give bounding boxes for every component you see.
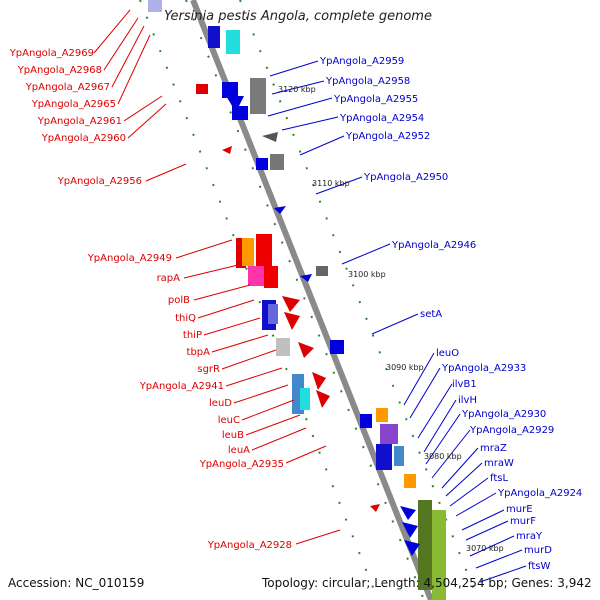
- gene-label: YpAngola_A2930: [461, 409, 546, 420]
- gene-label: leuO: [436, 348, 459, 359]
- gene-label: YpAngola_A2956: [57, 176, 142, 187]
- gene-label: rapA: [157, 273, 181, 284]
- gene-label: mraY: [516, 531, 543, 542]
- scale-tick-label: 3120 kbp: [278, 85, 316, 94]
- gene-label: YpAngola_A2954: [339, 113, 424, 124]
- scale-ticks: 3120 kbp 3110 kbp 3100 kbp 3090 kbp 3080…: [278, 85, 504, 553]
- gene-label: murE: [506, 504, 533, 515]
- gene-label: ftsL: [490, 473, 508, 484]
- scale-tick-label: 3080 kbp: [424, 452, 462, 461]
- gene-label: YpAngola_A2968: [17, 65, 102, 76]
- genome-stats-text: Topology: circular; Length: 4,504,254 bp…: [262, 576, 592, 590]
- gene-label: murF: [510, 516, 536, 527]
- left-gene-labels: YpAngola_A2969 YpAngola_A2968 YpAngola_A…: [9, 48, 292, 551]
- gene-label: leuA: [228, 445, 250, 456]
- scale-tick-label: 3110 kbp: [312, 179, 350, 188]
- gene-label: leuB: [222, 430, 244, 441]
- gene-label: YpAngola_A2928: [207, 540, 292, 551]
- gene-label: murD: [524, 545, 552, 556]
- scale-tick-label: 3070 kbp: [466, 544, 504, 553]
- scale-tick-label: 3100 kbp: [348, 270, 386, 279]
- gene-label: ftsW: [528, 561, 550, 572]
- right-leader-lines: [267, 60, 527, 583]
- gene-label: YpAngola_A2960: [41, 133, 126, 144]
- right-gene-labels: YpAngola_A2959 YpAngola_A2958 YpAngola_A…: [319, 56, 582, 572]
- gene-label: mraZ: [480, 443, 507, 454]
- gene-label: YpAngola_A2924: [497, 488, 582, 499]
- gene-label: leuD: [209, 398, 232, 409]
- gene-label: YpAngola_A2958: [325, 76, 410, 87]
- gene-label: YpAngola_A2961: [37, 116, 122, 127]
- gene-label: YpAngola_A2952: [345, 131, 430, 142]
- gene-label: tbpA: [187, 347, 211, 358]
- scale-tick-label: 3090 kbp: [386, 363, 424, 372]
- left-leader-lines: [93, 9, 341, 545]
- gene-label: YpAngola_A2946: [391, 240, 476, 251]
- gene-label: YpAngola_A2950: [363, 172, 448, 183]
- gene-label: YpAngola_A2941: [139, 381, 224, 392]
- gene-label: YpAngola_A2955: [333, 94, 418, 105]
- gene-label: mraW: [484, 458, 514, 469]
- gene-label: ilvB1: [452, 379, 477, 390]
- accession-text: Accession: NC_010159: [8, 576, 145, 590]
- gene-label: setA: [420, 309, 442, 320]
- gene-label: YpAngola_A2965: [31, 99, 116, 110]
- gene-label: sgrR: [197, 364, 220, 375]
- gene-label: leuC: [218, 415, 240, 426]
- gene-label: YpAngola_A2929: [469, 425, 554, 436]
- gene-label: YpAngola_A2949: [87, 253, 172, 264]
- gene-label: YpAngola_A2969: [9, 48, 94, 59]
- gene-label: YpAngola_A2935: [199, 459, 284, 470]
- map-title: Yersinia pestis Angola, complete genome: [164, 9, 432, 24]
- gene-label: thiP: [183, 330, 202, 341]
- gene-features: [148, 0, 446, 600]
- gene-label: YpAngola_A2933: [441, 363, 526, 374]
- gene-label: polB: [168, 295, 190, 306]
- gene-label: YpAngola_A2959: [319, 56, 404, 67]
- gene-label: YpAngola_A2967: [25, 82, 110, 93]
- gene-label: ilvH: [458, 395, 477, 406]
- gene-label: thiQ: [175, 313, 196, 324]
